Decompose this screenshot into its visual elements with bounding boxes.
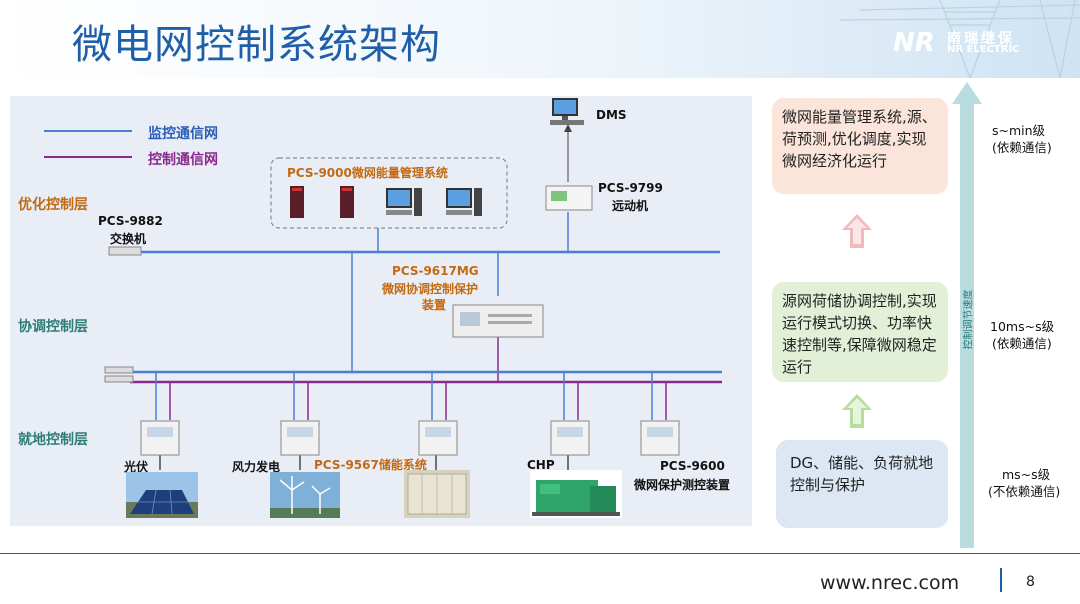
pcs9600-device-icon	[640, 420, 680, 456]
local-description-box: DG、储能、负荷就地控制与保护	[776, 440, 948, 528]
coordinator-device-icon	[452, 304, 544, 338]
coord-name-label: 微网协调控制保护	[382, 282, 479, 296]
storage-container-image	[404, 470, 470, 518]
wind-turbine-image	[270, 472, 340, 518]
layer-optimize: 优化控制层	[18, 197, 88, 213]
coord-name-label-2: 装置	[422, 298, 447, 312]
ems-description-box: 微网能量管理系统,源、荷预测,优化调度,实现微网经济化运行	[772, 98, 948, 194]
transmission-tower-decoration	[839, 0, 1080, 78]
architecture-diagram-panel	[10, 96, 752, 526]
logo-english-name: NR ELECTRIC	[947, 44, 1020, 55]
speed-bot-note: (不依赖通信)	[988, 484, 1061, 499]
speed-mid-note: (依赖通信)	[992, 336, 1052, 351]
footer-separator	[1000, 568, 1002, 592]
chp-generator-image	[530, 470, 622, 518]
storage-protection-device-icon	[418, 420, 458, 456]
rtu-model-label: PCS-9799	[598, 181, 663, 195]
coordinate-description-box: 源网荷储协调控制,实现运行模式切换、功率快速控制等,保障微网稳定运行	[772, 282, 948, 382]
ems-group-box	[270, 157, 508, 229]
switch-name-label: 交换机	[110, 232, 147, 246]
logo-mark: NR	[893, 28, 935, 58]
switch-icon	[108, 246, 142, 256]
speed-top-note: (依赖通信)	[992, 140, 1052, 155]
control-speed-arrow	[952, 82, 982, 548]
pv-protection-device-icon	[140, 420, 180, 456]
speed-bot-label: ms~s级	[1002, 467, 1051, 482]
page-number: 8	[1026, 574, 1035, 590]
page-title: 微电网控制系统架构	[72, 22, 441, 68]
up-arrow-green-icon	[842, 394, 872, 428]
chp-protection-device-icon	[550, 420, 590, 456]
up-arrow-pink-icon	[842, 214, 872, 248]
rtu-device-icon	[545, 185, 593, 211]
speed-mid-label: 10ms~s级	[990, 319, 1055, 334]
dms-label: DMS	[596, 108, 627, 122]
switch-model-label: PCS-9882	[98, 214, 163, 228]
storage-label: PCS-9567储能系统	[314, 458, 427, 472]
wind-protection-device-icon	[280, 420, 320, 456]
speed-top-label: s~min级	[992, 123, 1046, 138]
layer-coordinate: 协调控制层	[18, 319, 88, 335]
pv-label: 光伏	[124, 460, 149, 474]
layer-local: 就地控制层	[18, 432, 88, 448]
logo-chinese-name: 南瑞继保	[947, 31, 1015, 47]
chp-label: CHP	[527, 458, 555, 472]
pcs9600-name-label: 微网保护测控装置	[634, 478, 731, 492]
dms-link-arrow	[564, 124, 572, 132]
pcs9600-model-label: PCS-9600	[660, 459, 725, 473]
rtu-name-label: 远动机	[612, 199, 649, 213]
bottom-switch-icon	[104, 366, 134, 383]
control-speed-label: 控制调节速度	[963, 289, 975, 350]
dms-computer-icon	[550, 98, 584, 125]
wind-label: 风力发电	[232, 460, 281, 474]
footer-divider	[0, 553, 1080, 554]
ems-label: PCS-9000微网能量管理系统	[287, 166, 448, 180]
ems-servers-icon	[290, 186, 482, 218]
legend-monitor-label: 监控通信网	[148, 126, 218, 142]
header-band	[0, 0, 1080, 78]
legend-control-label: 控制通信网	[148, 152, 218, 168]
footer-url: www.nrec.com	[820, 572, 960, 594]
pv-panel-image	[126, 472, 198, 518]
coord-model-label: PCS-9617MG	[392, 264, 479, 278]
